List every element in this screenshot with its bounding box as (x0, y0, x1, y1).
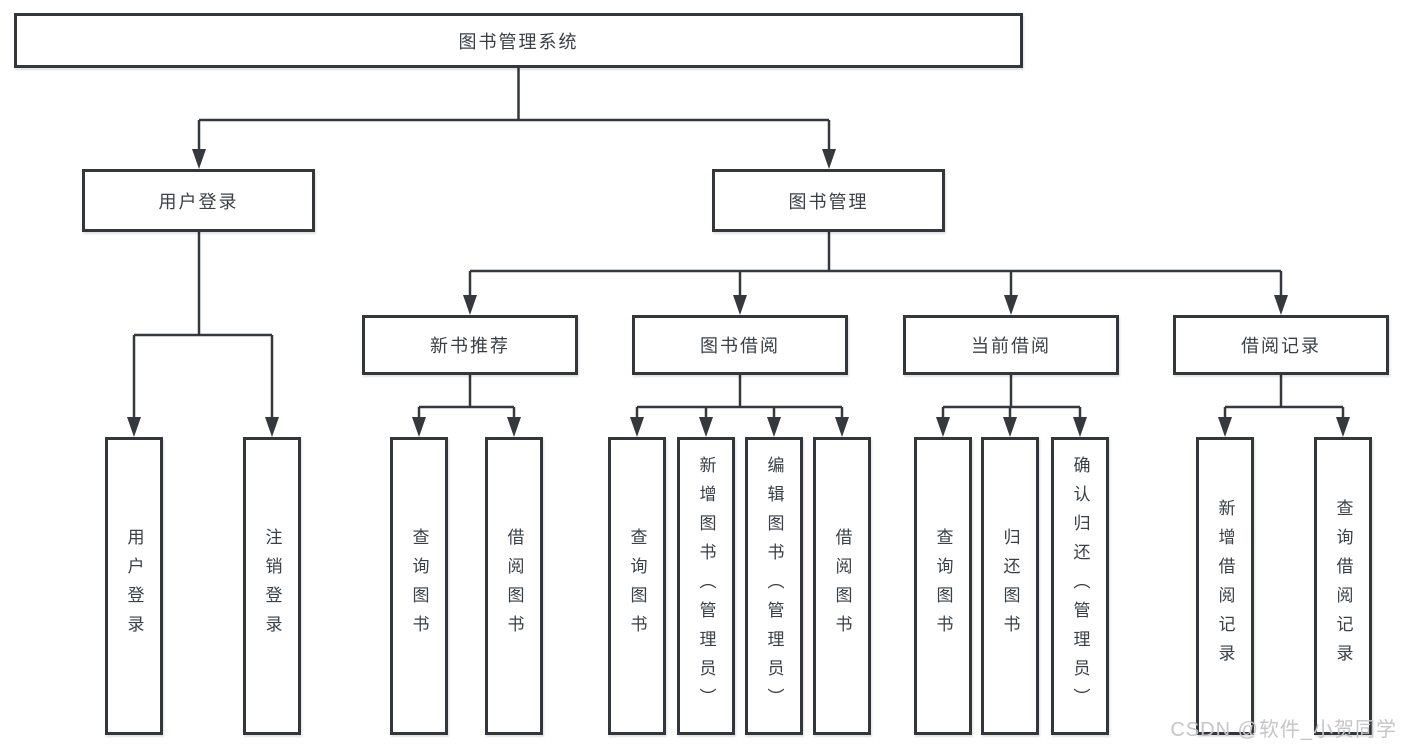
connector-line (199, 68, 829, 122)
arrowhead-icon (699, 417, 713, 437)
leaf-label: 查询图书 (933, 528, 953, 644)
tree-node-label: 图书借阅 (700, 336, 780, 356)
connector-line (943, 375, 1080, 409)
tree-node-borrow-records: 借阅记录 (1173, 315, 1389, 375)
leaf-label: 借阅图书 (504, 528, 524, 644)
leaf-cb-query-book: 查询图书 (914, 437, 972, 735)
tree-node-book-borrow: 图书借阅 (632, 315, 848, 375)
connector-line (637, 375, 842, 409)
leaf-label: 查询图书 (409, 528, 429, 644)
connector-line (470, 232, 1281, 273)
arrowhead-icon (1004, 295, 1018, 315)
arrowhead-icon (127, 417, 141, 437)
arrowhead-icon (936, 417, 950, 437)
leaf-bb-edit-book-admin: 编辑图书（管理员） (745, 437, 803, 735)
tree-node-current-borrow: 当前借阅 (903, 315, 1119, 375)
leaf-user-login: 用户登录 (105, 437, 163, 735)
leaf-cb-confirm-return-admin: 确认归还（管理员） (1051, 437, 1109, 735)
leaf-cb-return-book: 归还图书 (981, 437, 1039, 735)
connector-line (134, 232, 272, 337)
tree-node-label: 图书管理 (788, 191, 869, 212)
arrowhead-icon (1003, 417, 1017, 437)
leaf-label: 用户登录 (124, 528, 144, 644)
leaf-label: 注销登录 (262, 528, 282, 644)
arrowhead-icon (1073, 417, 1087, 437)
leaf-nb-query-book: 查询图书 (390, 437, 448, 735)
leaf-nb-borrow-book: 借阅图书 (485, 437, 543, 735)
arrowhead-icon (463, 295, 477, 315)
arrowhead-icon (822, 149, 836, 169)
leaf-label: 借阅图书 (832, 528, 852, 644)
tree-node-new-book-recommend: 新书推荐 (362, 315, 578, 375)
tree-node-label: 借阅记录 (1241, 336, 1321, 356)
watermark: CSDN @软件_小贺同学 (1170, 719, 1397, 741)
leaf-br-query-record: 查询借阅记录 (1314, 437, 1372, 735)
leaf-bb-query-book: 查询图书 (608, 437, 666, 735)
arrowhead-icon (1218, 417, 1232, 437)
leaf-logout: 注销登录 (243, 437, 301, 735)
tree-node-book-management: 图书管理 (712, 169, 945, 232)
leaf-label: 确认归还（管理员） (1070, 455, 1090, 717)
leaf-label: 新增图书（管理员） (696, 455, 716, 717)
connector-line (419, 375, 514, 409)
arrowhead-icon (265, 417, 279, 437)
arrowhead-icon (630, 417, 644, 437)
leaf-br-add-record: 新增借阅记录 (1196, 437, 1254, 735)
leaf-label: 新增借阅记录 (1215, 499, 1235, 673)
leaf-bb-borrow-book: 借阅图书 (813, 437, 871, 735)
arrowhead-icon (733, 295, 747, 315)
arrowhead-icon (507, 417, 521, 437)
arrowhead-icon (412, 417, 426, 437)
arrowhead-icon (767, 417, 781, 437)
leaf-label: 查询借阅记录 (1333, 499, 1353, 673)
tree-node-label: 当前借阅 (971, 336, 1051, 356)
connector-line (1225, 375, 1343, 409)
arrowhead-icon (1274, 295, 1288, 315)
arrowhead-icon (192, 149, 206, 169)
leaf-label: 归还图书 (1000, 528, 1020, 644)
tree-node-label: 新书推荐 (430, 336, 510, 356)
tree-node-user-login: 用户登录 (82, 169, 315, 232)
tree-node-root-label: 图书管理系统 (458, 31, 579, 52)
leaf-label: 编辑图书（管理员） (764, 455, 784, 717)
arrowhead-icon (1336, 417, 1350, 437)
tree-node-root: 图书管理系统 (14, 13, 1023, 68)
tree-node-label: 用户登录 (158, 191, 239, 212)
leaf-label: 查询图书 (627, 528, 647, 644)
leaf-bb-add-book-admin: 新增图书（管理员） (677, 437, 735, 735)
arrowhead-icon (835, 417, 849, 437)
